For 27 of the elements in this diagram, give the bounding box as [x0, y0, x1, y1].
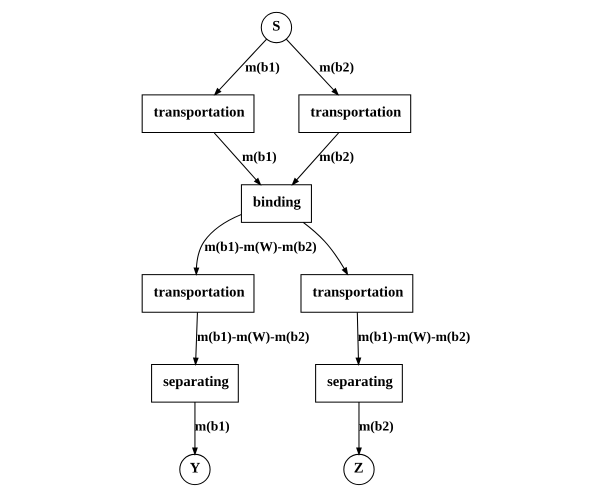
node-circle: Z [342, 454, 374, 486]
node-circle: S [260, 12, 292, 44]
edge-label: m(b2) [358, 418, 394, 434]
node-box: binding [240, 184, 312, 223]
node-box: transportation [141, 274, 254, 313]
arrow [192, 312, 198, 366]
node-box: transportation [141, 94, 254, 134]
node-box: transportation [298, 94, 411, 134]
node-box: separating [150, 364, 238, 403]
edge-label: m(b1) [244, 59, 280, 74]
arrow [356, 402, 362, 456]
arrow [290, 132, 338, 186]
arrow [213, 38, 266, 96]
edge-label: m(b1)-m(W)-m(b2) [204, 239, 316, 254]
arrow [192, 402, 198, 456]
edge-label: m(b1) [241, 149, 276, 164]
node-box: separating [314, 364, 402, 403]
arrow [285, 38, 339, 96]
arrow [354, 312, 361, 366]
arrow [193, 214, 241, 276]
edge-label: m(b2) [318, 59, 354, 74]
edge-label: m(b2) [318, 149, 354, 164]
node-circle: Y [178, 454, 210, 486]
edge-label: m(b1)-m(W)-m(b2) [196, 328, 309, 344]
arrow [302, 222, 348, 276]
arrow [213, 132, 262, 186]
node-box: transportation [300, 274, 413, 313]
